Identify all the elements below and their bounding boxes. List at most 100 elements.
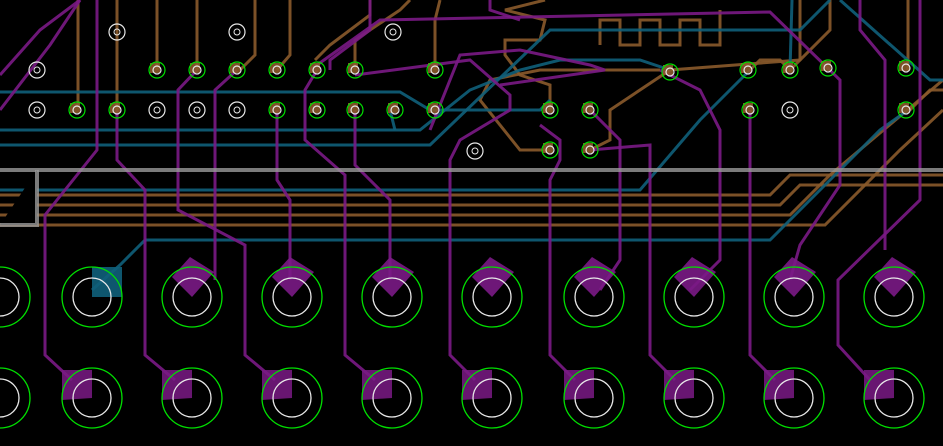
inner-signal-trace	[303, 69, 376, 382]
via-copper	[310, 103, 320, 113]
via-ring	[148, 61, 166, 79]
vias	[28, 23, 915, 160]
via-ring	[819, 59, 837, 77]
pad-copper-diamond	[674, 257, 716, 297]
via-copper	[821, 61, 831, 71]
pad-hole	[0, 277, 20, 317]
via-ring	[581, 101, 599, 119]
via-drill	[33, 106, 41, 114]
inner-signal-trace	[539, 123, 577, 382]
via-copper	[270, 103, 280, 113]
via-drill	[786, 106, 794, 114]
via-ring	[268, 101, 286, 119]
via-hole	[272, 105, 282, 115]
pad-ring	[863, 367, 925, 429]
pad-copper-square	[764, 370, 794, 400]
top-copper-trace	[238, 0, 257, 72]
via-ring	[346, 61, 364, 79]
via-drill	[471, 147, 479, 155]
via-hole	[228, 101, 246, 119]
via-copper	[899, 61, 909, 71]
inner-signal-trace	[589, 143, 677, 382]
via-hole	[350, 65, 360, 75]
via-hole	[466, 142, 484, 160]
via-hole	[390, 105, 400, 115]
top-copper-trace	[589, 0, 832, 152]
board-edge-line	[0, 170, 39, 227]
via-hole	[665, 67, 675, 77]
via-copper	[543, 143, 553, 153]
pad-hole	[774, 378, 814, 418]
pad-ring	[763, 367, 825, 429]
via-drill	[233, 28, 241, 36]
inner-signal-trace	[858, 0, 887, 250]
pad-copper-square	[864, 370, 894, 400]
pad-ring	[261, 266, 323, 328]
pad-hole	[472, 277, 512, 317]
via-hole	[108, 23, 126, 41]
bottom-copper-trace	[839, 0, 943, 82]
pad-copper-diamond	[472, 257, 514, 297]
pad-copper-square	[62, 370, 92, 400]
pad-hole	[774, 277, 814, 317]
pad-hole	[272, 378, 312, 418]
via-ring	[386, 101, 404, 119]
via-hole	[312, 65, 322, 75]
pad-ring	[0, 266, 31, 328]
via-copper	[899, 103, 909, 113]
inner-signal-trace	[43, 0, 99, 382]
via-copper	[310, 63, 320, 73]
pad-copper-diamond	[172, 257, 214, 297]
pad-hole	[674, 277, 714, 317]
pad-copper-square	[162, 370, 192, 400]
pad-ring	[663, 266, 725, 328]
pad-copper-square	[262, 370, 292, 400]
via-drill	[233, 106, 241, 114]
top-copper-trace	[503, 0, 552, 110]
pad-copper-square	[564, 370, 594, 400]
via-ring	[68, 101, 86, 119]
via-copper	[388, 103, 398, 113]
top-copper-trace	[433, 0, 442, 70]
pad-hole	[874, 277, 914, 317]
pad-hole	[272, 277, 312, 317]
pad-ring	[563, 367, 625, 429]
inner-signal-trace	[176, 68, 276, 382]
via-copper	[70, 103, 80, 113]
via-drill	[389, 28, 397, 36]
pad-hole	[72, 378, 112, 418]
via-hole	[188, 101, 206, 119]
via-hole	[72, 105, 82, 115]
via-hole	[901, 105, 911, 115]
inner-signal-trace	[328, 0, 372, 70]
via-ring	[228, 61, 246, 79]
via-ring	[426, 61, 444, 79]
bottom-copper-trace	[0, 68, 752, 192]
pad-copper-square	[92, 267, 122, 297]
bottom-copper-traces	[0, 0, 943, 292]
pad-ring	[863, 266, 925, 328]
via-hole	[743, 65, 753, 75]
pad-ring	[361, 266, 423, 328]
top-copper-trace	[275, 0, 292, 71]
pad-hole	[72, 277, 112, 317]
pad-ring	[61, 266, 123, 328]
pad-ring	[61, 367, 123, 429]
via-hole	[232, 65, 242, 75]
via-hole	[148, 101, 166, 119]
bottom-copper-trace	[0, 58, 671, 132]
via-ring	[346, 101, 364, 119]
via-copper	[428, 63, 438, 73]
inner-signal-trace	[488, 0, 521, 22]
pad-copper-square	[462, 370, 492, 400]
via-ring	[308, 101, 326, 119]
inner-signal-trace	[353, 110, 392, 280]
pad-hole	[472, 378, 512, 418]
pad-ring	[161, 266, 223, 328]
via-ring	[541, 141, 559, 159]
via-copper	[348, 103, 358, 113]
via-copper	[270, 63, 280, 73]
inner-signal-trace	[309, 10, 842, 281]
